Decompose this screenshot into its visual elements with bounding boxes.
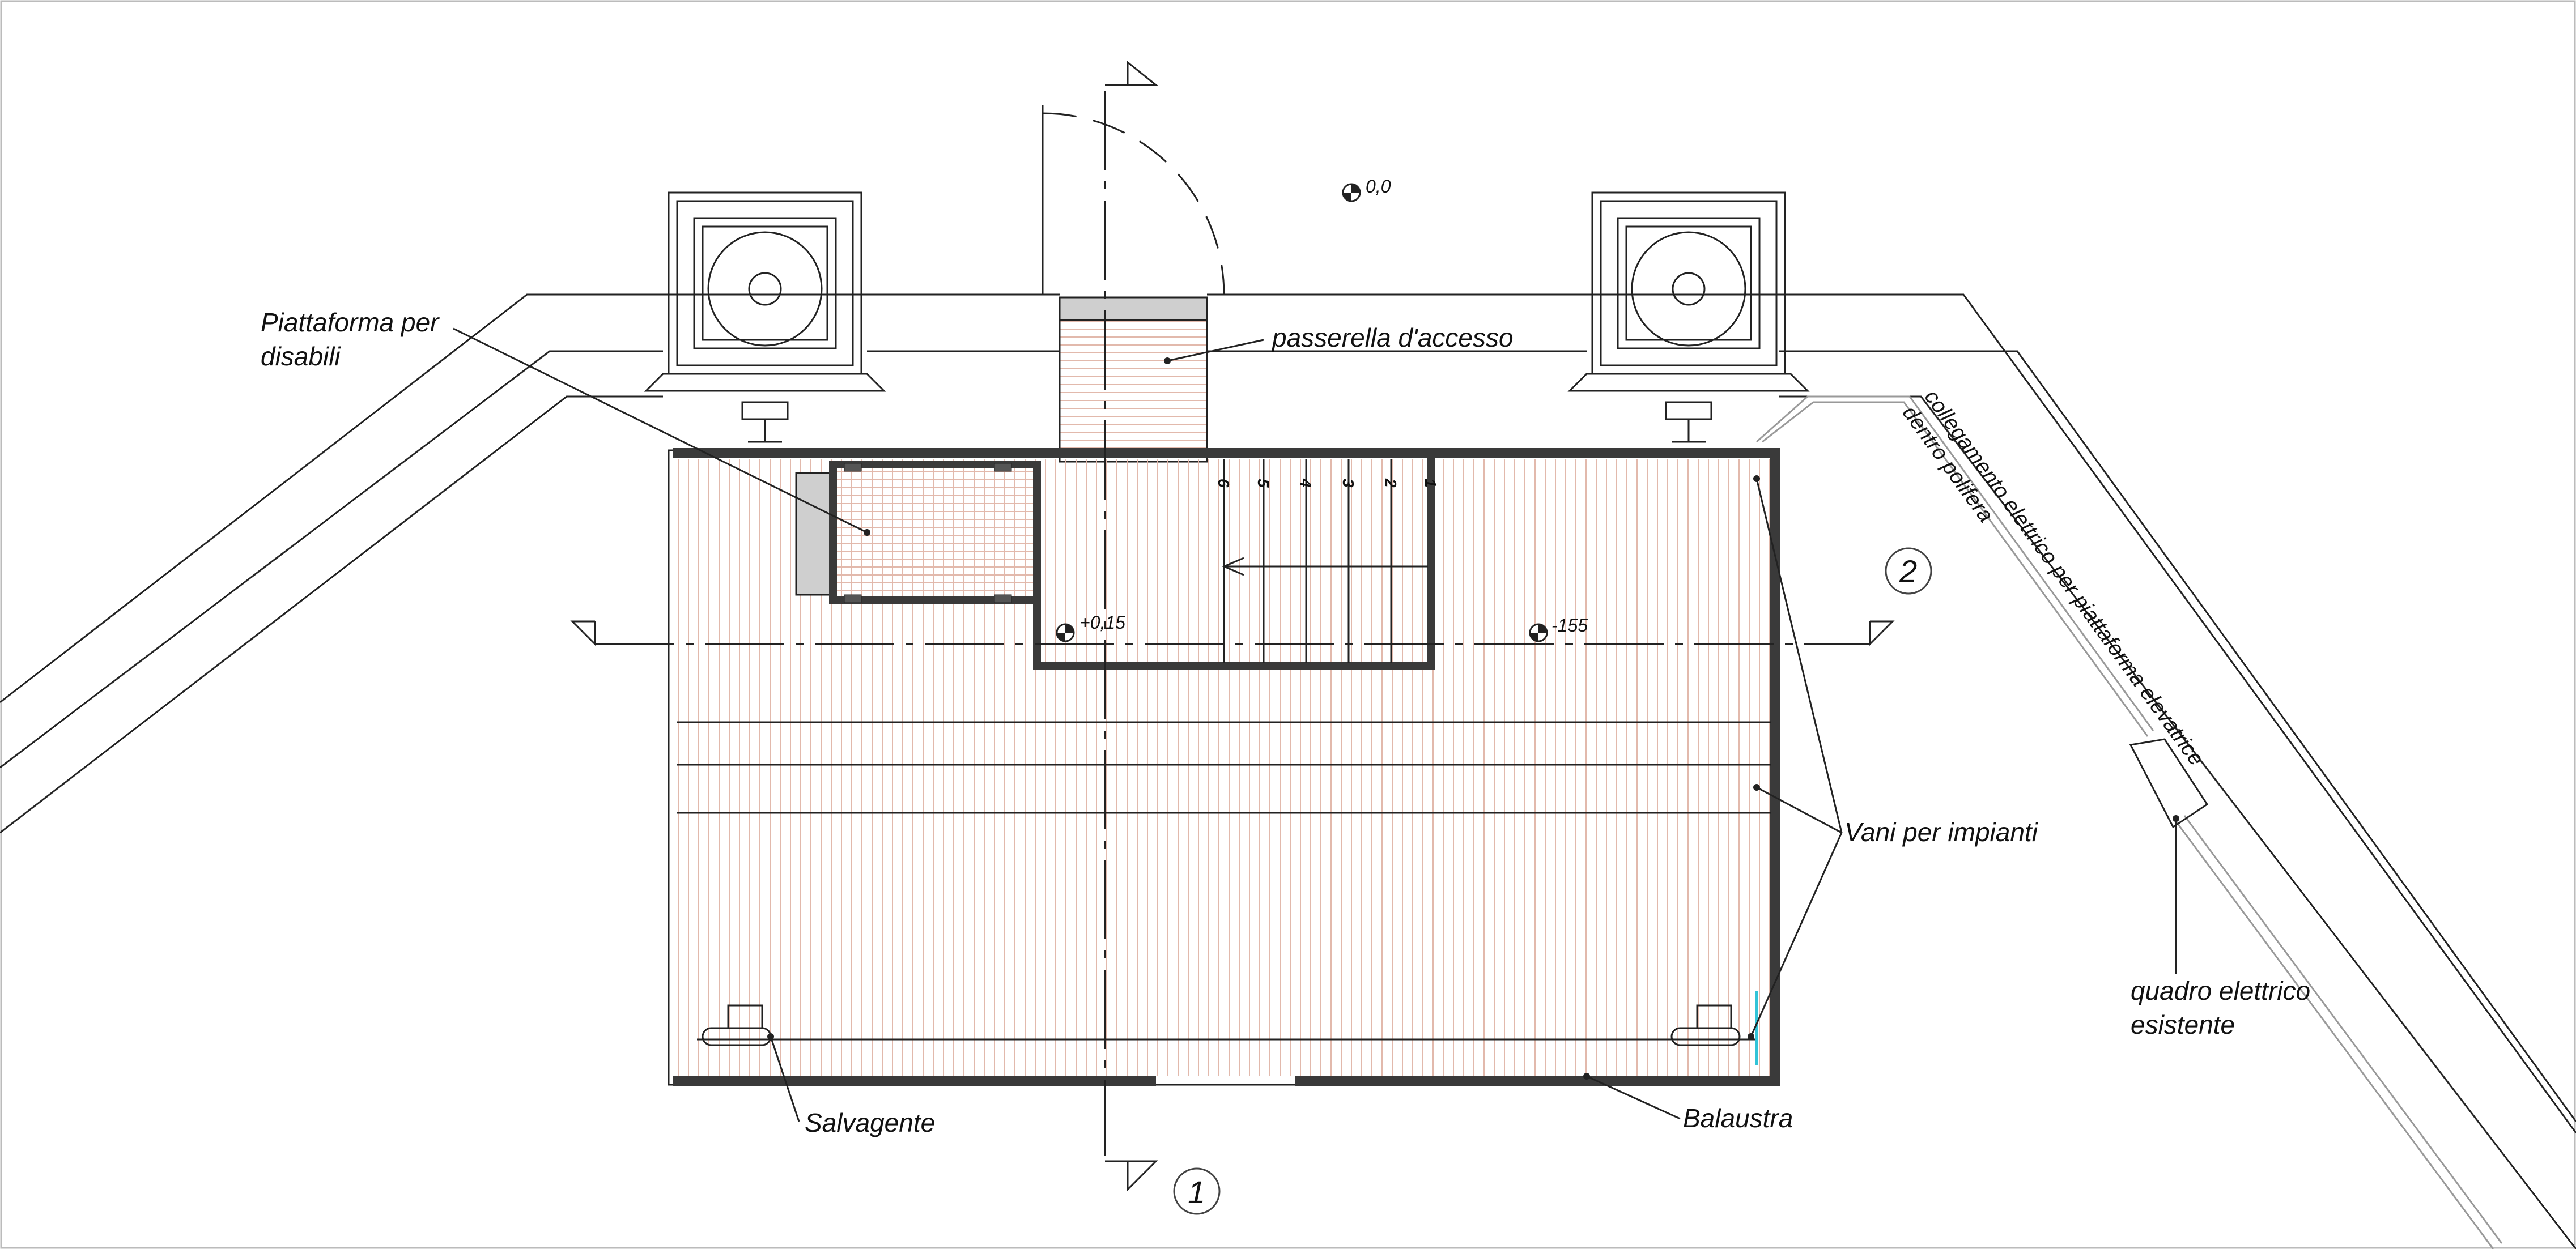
level-text-platform: +0,15 — [1079, 612, 1125, 633]
section-line-vertical — [1104, 60, 1159, 1192]
door-swing — [1042, 105, 1225, 295]
quay-wall-left — [0, 293, 1060, 834]
level-marker-top — [1342, 183, 1361, 202]
label-piattaforma-2: disabili — [261, 342, 341, 371]
step-number: 4 — [1297, 478, 1315, 488]
section-line-horizontal — [570, 620, 1895, 646]
label-balaustra: Balaustra — [1683, 1103, 1793, 1133]
electrical-panel-box — [2129, 738, 2209, 829]
section-circle-1 — [1173, 1167, 1221, 1215]
leader-lines — [453, 327, 2177, 1122]
step-number: 2 — [1382, 478, 1400, 488]
label-collegamento-1: collegamento elettrico per piattaforma e… — [1920, 386, 2208, 770]
label-quadro-1: quadro elettrico — [2131, 976, 2310, 1005]
label-vani: Vani per impianti — [1844, 817, 2039, 847]
step-number: 3 — [1340, 479, 1357, 488]
label-piattaforma-1: Piattaforma per — [261, 308, 440, 337]
quay-wall-right — [1207, 293, 2576, 1249]
section-label-2: 2 — [1899, 553, 1917, 589]
level-marker-floor — [1529, 623, 1548, 642]
label-passerella: passerella d'accesso — [1271, 323, 1514, 352]
level-text-top: 0,0 — [1366, 176, 1391, 197]
access-walkway — [1059, 296, 1208, 463]
section-circle-2 — [1885, 547, 1932, 595]
lift-platform — [795, 461, 1041, 604]
level-marker-platform — [1056, 623, 1075, 642]
bollard-right — [1567, 191, 1810, 443]
electrical-conduit — [1756, 395, 2503, 1249]
leader-dots — [767, 357, 2179, 1080]
step-number: 6 — [1215, 479, 1232, 488]
bollard-left — [644, 191, 886, 443]
label-salvagente: Salvagente — [805, 1108, 935, 1137]
step-number: 5 — [1255, 479, 1272, 488]
lifebuoy-right — [1670, 1004, 1741, 1046]
step-number: 1 — [1422, 479, 1439, 488]
level-text-floor: -155 — [1551, 615, 1588, 636]
label-quadro-2: esistente — [2131, 1010, 2235, 1039]
stair-step-numbers: 6 5 4 3 2 1 — [1215, 478, 1439, 488]
section-label-1: 1 — [1188, 1174, 1205, 1210]
